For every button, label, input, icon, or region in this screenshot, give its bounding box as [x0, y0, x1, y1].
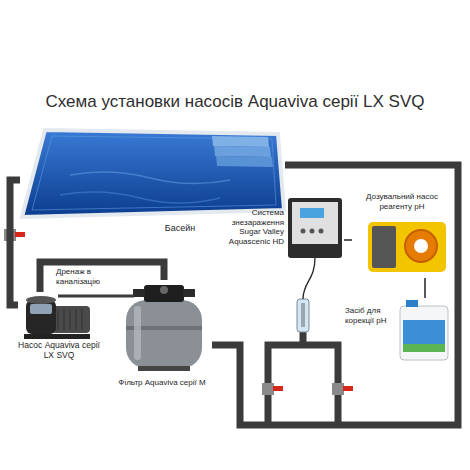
dosing-head-center — [414, 239, 428, 253]
pump-lid — [26, 296, 56, 304]
cable — [344, 239, 352, 241]
chlorinator-screen — [300, 208, 324, 218]
dosing-panel — [372, 226, 396, 268]
chlorinator-button — [310, 229, 315, 234]
component-label: Дозувальний насос реагенту pH — [352, 192, 452, 211]
pump-node: Насос Aquaviva серії LX SVQ — [18, 292, 100, 372]
chlorinator-button — [319, 229, 324, 234]
pool-step — [212, 136, 269, 147]
water-ripple — [60, 192, 220, 203]
pump-housing — [26, 300, 56, 334]
drain-pipe — [58, 295, 134, 298]
pool-step — [214, 146, 271, 157]
dosing-body — [368, 222, 446, 272]
pool-basin — [22, 130, 284, 217]
component-label: Система знезараження Sugar Valley Aquasc… — [222, 208, 284, 246]
pump-basket — [30, 304, 52, 314]
valve-knob — [160, 286, 168, 294]
canister — [400, 306, 448, 360]
component-label: Фільтр Aquaviva серії M — [112, 378, 212, 388]
pipe — [212, 165, 458, 425]
cell-stub — [300, 331, 307, 345]
filter-valve — [144, 285, 184, 302]
canister-stripe — [403, 344, 445, 352]
canister-label — [403, 320, 445, 344]
chlorinator-body — [288, 198, 342, 258]
dosing-pump-node: Дозувальний насос реагенту pH — [352, 192, 452, 278]
chlorinator-button — [301, 229, 306, 234]
valve-port — [183, 289, 195, 297]
cell-cable — [303, 258, 315, 299]
chlorinator-face — [292, 202, 338, 244]
valve-handle — [15, 232, 25, 237]
water-ripple — [70, 172, 230, 183]
component-label: Засіб для корекції pH — [345, 306, 389, 325]
filter-tank — [126, 300, 202, 368]
canister-cap — [406, 300, 418, 307]
ph-reagent-node: Засіб для корекції pH — [345, 298, 452, 362]
valve-body — [262, 383, 274, 395]
valve-handle — [343, 386, 353, 391]
hose — [424, 278, 426, 298]
pool-inner-edge — [32, 136, 276, 210]
diagram-title: Схема установки насосів Aquaviva серії L… — [0, 92, 470, 112]
valve-body — [332, 383, 344, 395]
component-label: Насос Aquaviva серії LX SVQ — [18, 340, 100, 360]
filter-base — [138, 366, 190, 371]
cell-electrode — [301, 303, 305, 327]
filter-node: Фільтр Aquaviva серії M — [112, 280, 212, 390]
disinfection-system-node: Система знезараження Sugar Valley Aquasc… — [222, 196, 344, 264]
pipe — [40, 262, 164, 292]
dosing-head — [405, 230, 437, 262]
bypass-pipe — [268, 345, 338, 425]
electrolysis-cell — [297, 299, 309, 332]
pool-step — [216, 156, 273, 167]
valve-handle — [273, 386, 283, 391]
component-label: Басейн — [130, 223, 230, 234]
filter-highlight — [134, 306, 141, 360]
pump-motor — [52, 306, 90, 333]
pipe — [10, 180, 20, 305]
valve-port — [133, 289, 145, 297]
note-label: Дренаж в каналізацію — [56, 267, 116, 286]
pump-base — [24, 334, 90, 339]
motor-fins — [58, 309, 82, 330]
